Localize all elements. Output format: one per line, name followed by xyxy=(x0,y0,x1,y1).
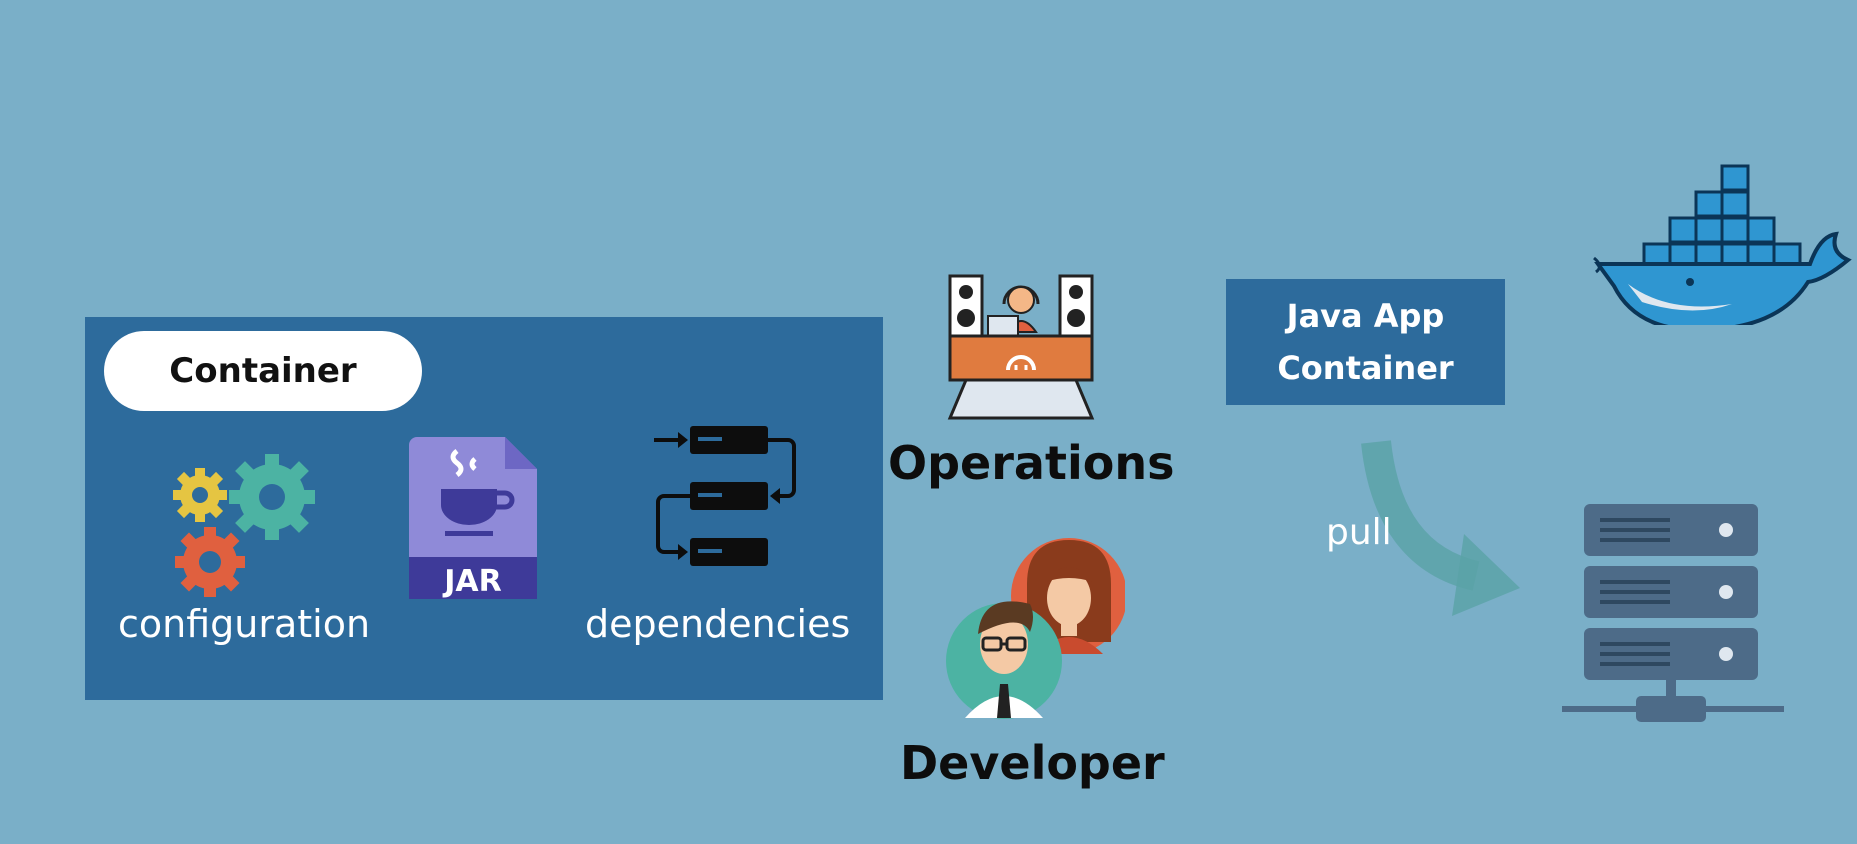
java-app-container-line2: Container xyxy=(1277,349,1454,387)
developers-avatars-icon xyxy=(946,538,1125,719)
dependencies-label: dependencies xyxy=(585,602,851,646)
java-app-container-box: Java App Container xyxy=(1226,279,1505,405)
gears-icon xyxy=(173,454,315,597)
developer-label: Developer xyxy=(900,736,1165,790)
java-app-container-line1: Java App xyxy=(1286,297,1445,335)
pull-label: pull xyxy=(1326,512,1392,553)
operations-label: Operations xyxy=(888,436,1175,490)
configuration-label: configuration xyxy=(118,602,371,646)
container-title: Container xyxy=(169,351,357,391)
server-icon xyxy=(1562,504,1784,722)
curved-arrow-icon xyxy=(1361,440,1520,616)
operations-desk-icon xyxy=(947,274,1095,420)
jar-label: JAR xyxy=(442,564,501,599)
docker-whale-icon xyxy=(1593,164,1852,325)
dependency-flow-icon xyxy=(654,426,796,566)
container-title-pill: Container xyxy=(104,331,422,411)
jar-file-icon: JAR xyxy=(409,437,537,599)
